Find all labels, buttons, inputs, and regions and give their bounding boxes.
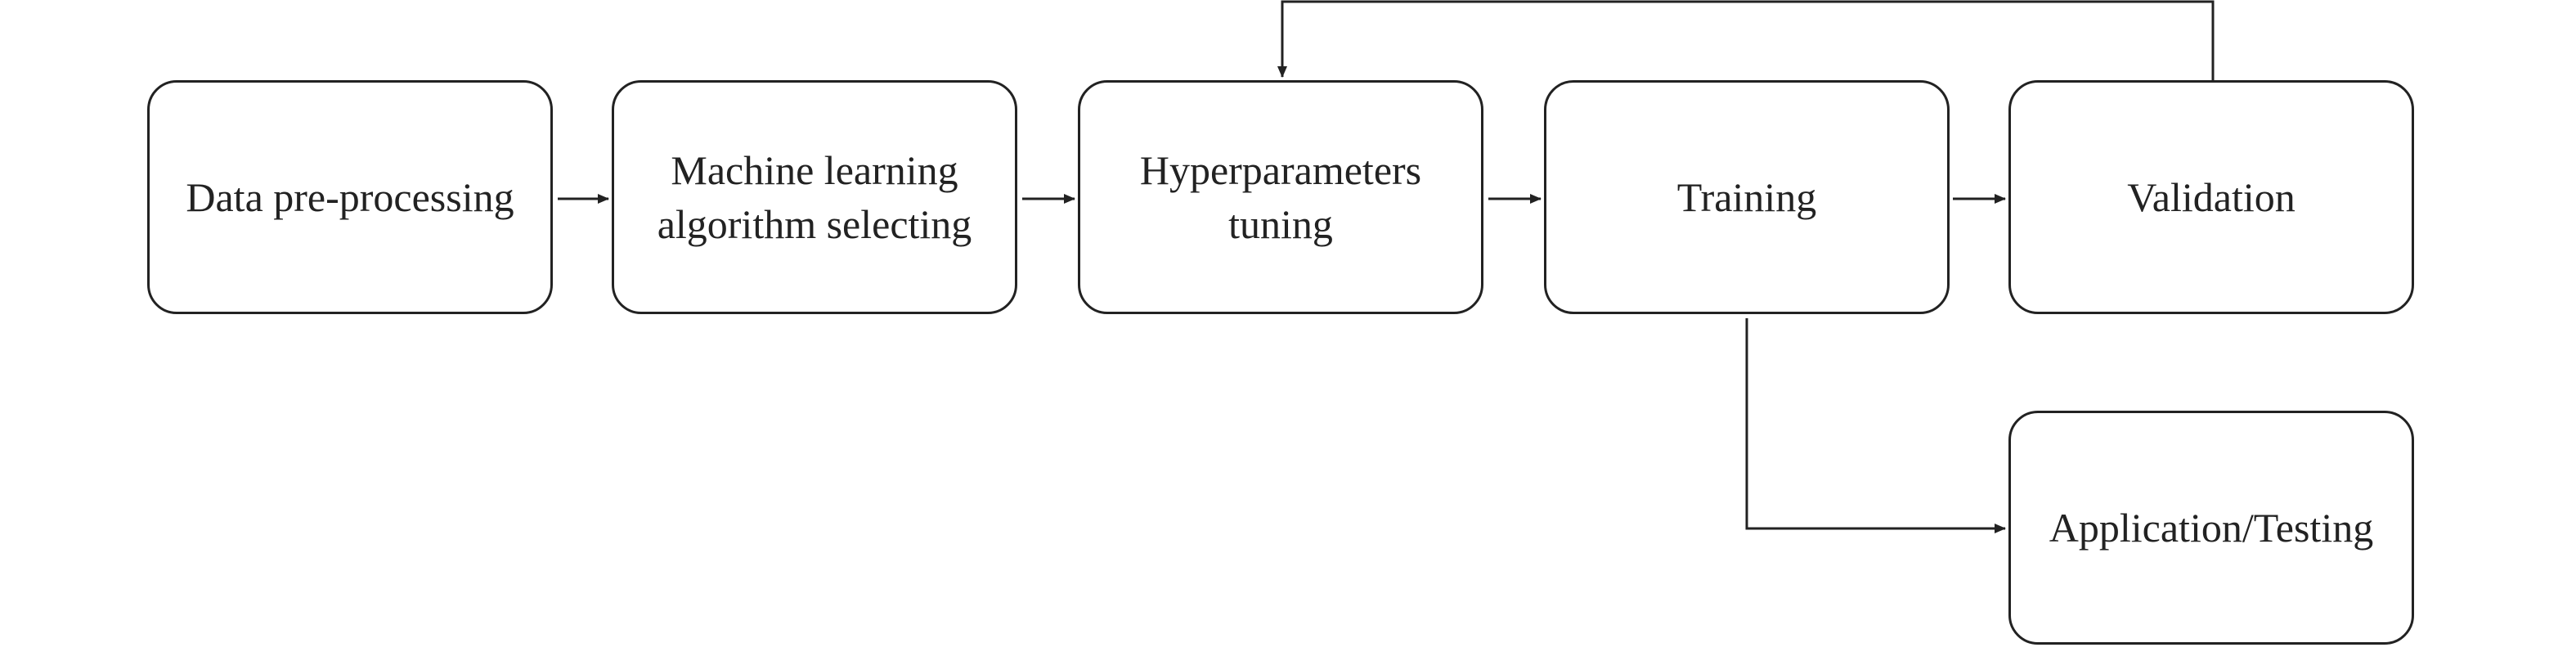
edge-training-to-application (1745, 318, 2006, 533)
node-training: Training (1544, 80, 1950, 314)
node-data-preprocessing: Data pre-processing (147, 80, 553, 314)
node-label: Hyperparameters tuning (1139, 147, 1422, 247)
node-validation: Validation (2008, 80, 2414, 314)
node-label: Data pre-processing (186, 174, 514, 220)
node-algorithm-selecting: Machine learning algorithm selecting (612, 80, 1017, 314)
node-label: Training (1676, 174, 1817, 220)
node-application-testing: Application/Testing (2008, 411, 2414, 645)
node-label: Machine learning algorithm selecting (657, 147, 972, 247)
node-label: Application/Testing (2049, 505, 2374, 551)
edge-validation-to-tuning (1277, 0, 2215, 80)
node-label: Validation (2127, 174, 2296, 220)
node-hyperparameters-tuning: Hyperparameters tuning (1078, 80, 1483, 314)
